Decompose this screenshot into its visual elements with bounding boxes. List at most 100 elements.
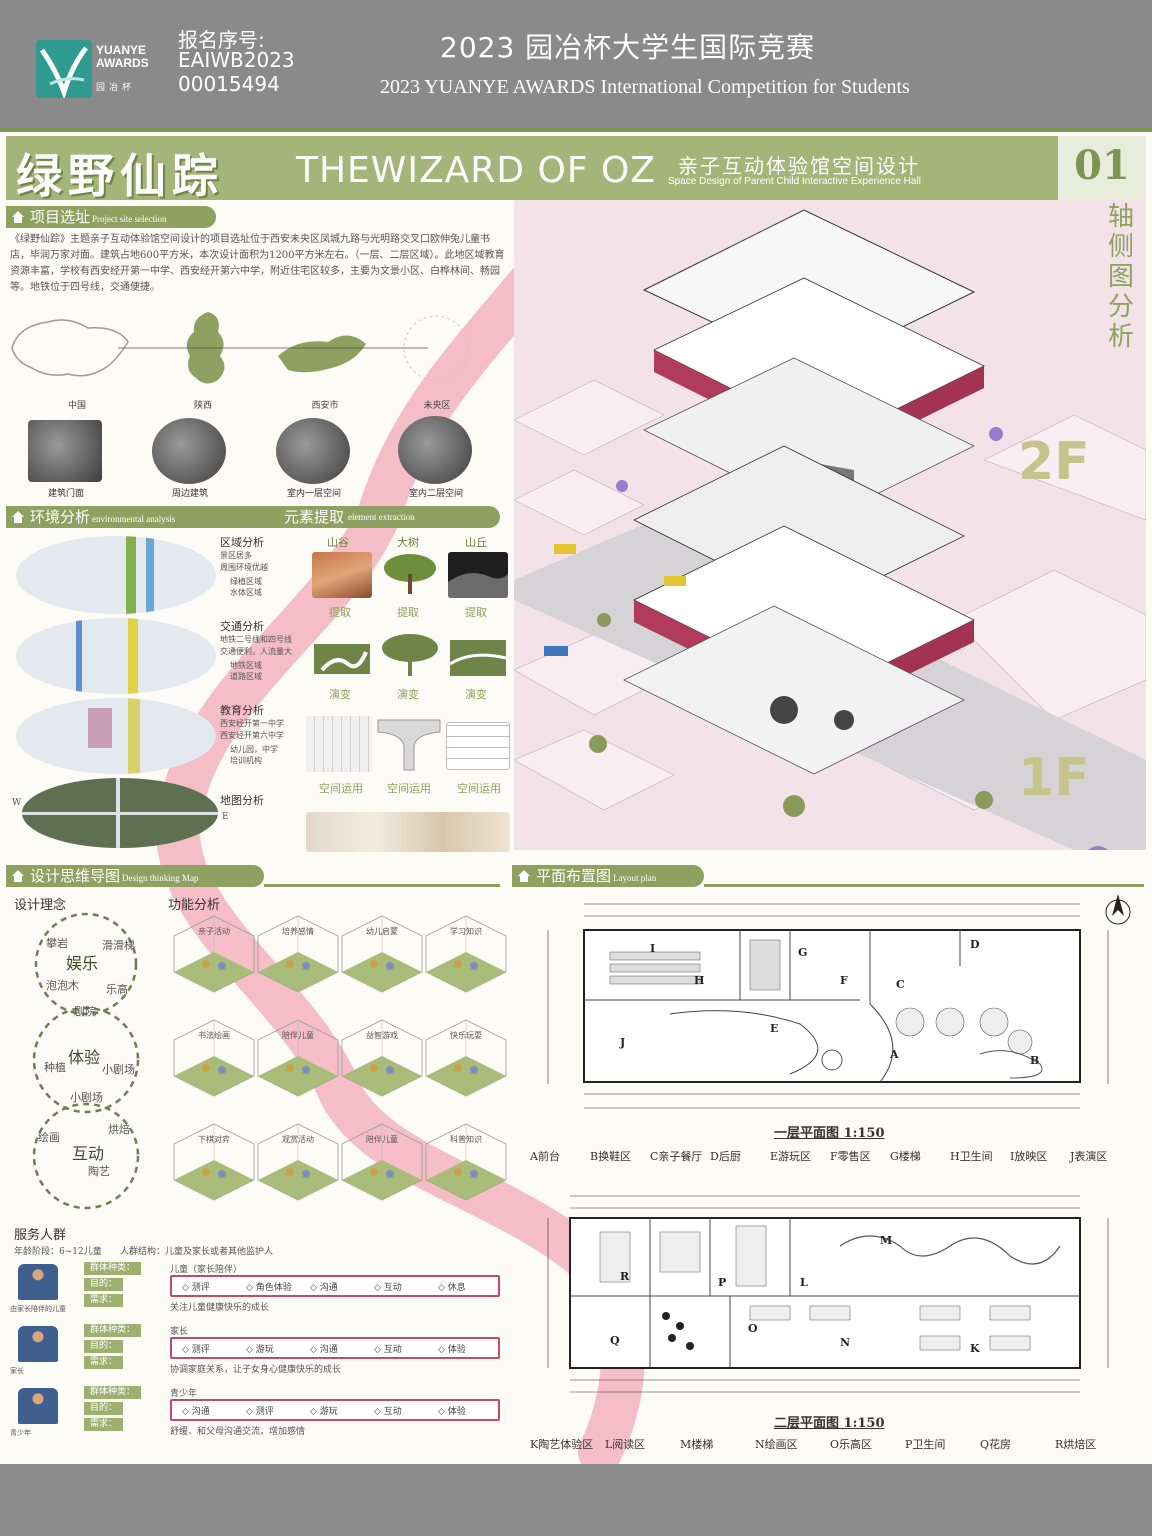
site-map-sequence (11, 312, 469, 384)
function-cube-icon (173, 1019, 255, 1097)
env-desc-traffic-4: 道路区域 (230, 672, 262, 681)
map-weiyang (403, 315, 469, 381)
elem-space-hill (446, 722, 510, 770)
env-desc-region-3: 绿植区域 (230, 577, 262, 586)
elem-evolve-1: 演变 (329, 688, 351, 701)
room-label: G (798, 946, 808, 959)
map-xian (278, 335, 366, 373)
env-desc-education-4: 培训机构 (230, 756, 262, 765)
legend-item: P卫生间 (905, 1438, 946, 1451)
compass-east: E (222, 812, 229, 822)
function-label: 学习知识 (450, 927, 482, 936)
crowd-structure: 人群结构：儿童及家长或者其他监护人 (120, 1247, 274, 1257)
poster-subtitle-cn: 亲子互动体验馆空间设计 (678, 154, 920, 178)
room-label: D (970, 938, 980, 951)
elem-extract-3: 提取 (465, 606, 487, 619)
crowd-activity: ◇ 测评 (182, 1345, 210, 1355)
legend-item: J表演区 (1070, 1150, 1108, 1163)
photo-caption-interior-2f: 室内二层空间 (408, 489, 463, 499)
function-cube-icon (257, 1123, 339, 1201)
crowd-activity-bar (170, 1275, 500, 1297)
crowd-kind: 儿童（家长陪伴） (170, 1265, 243, 1275)
legend-item: Q花房 (980, 1438, 1012, 1451)
room-label: P (718, 1276, 727, 1289)
section-mind-title: 设计思维导图 (30, 867, 121, 885)
function-label: 科普知识 (450, 1135, 482, 1144)
competition-title-en: 2023 YUANYE AWARDS International Competi… (380, 76, 910, 98)
crowd-need: 舒缓、和父母沟通交流，增加感情 (170, 1427, 306, 1437)
room-label: Q (610, 1334, 620, 1347)
photo-caption-interior-1f: 室内一层空间 (286, 489, 341, 499)
function-cell: 培养感情 (256, 912, 340, 996)
elem-extract-2: 提取 (397, 606, 419, 619)
legend-item: R烘焙区 (1055, 1438, 1097, 1451)
room-label: L (800, 1276, 808, 1289)
crowd-activity: ◇ 体验 (438, 1345, 466, 1355)
axon-2f-label: 2F (1018, 432, 1090, 492)
function-cube-icon (341, 1019, 423, 1097)
elem-head-valley: 山谷 (327, 536, 349, 549)
concept-diagram (32, 912, 140, 1210)
crowd-key-purpose: 目的： (84, 1402, 124, 1415)
elem-abstract-valley (314, 644, 370, 674)
section-plan-title: 平面布置图 (536, 867, 612, 885)
poster-subtitle-en: Space Design of Parent Child Interactive… (668, 176, 921, 187)
function-cube-icon (425, 915, 507, 993)
crowd-caption: 由家长陪伴的儿童 (10, 1305, 66, 1313)
crowd-activity: ◇ 互动 (374, 1345, 402, 1355)
legend-item: A前台 (530, 1150, 560, 1163)
photo-caption-facade: 建筑门面 (47, 489, 84, 499)
axonometric-view: 2F 1F 轴侧图分析 (514, 200, 1146, 850)
photo-caption-surroundings: 周边建筑 (171, 489, 208, 499)
function-label: 下棋对弈 (198, 1135, 230, 1144)
function-cell: 下棋对弈 (172, 1120, 256, 1204)
function-cell: 科普知识 (424, 1120, 508, 1204)
crowd-key-need: 需求： (84, 1356, 124, 1369)
concept-center-fun: 娱乐 (66, 954, 99, 973)
room-label: H (694, 974, 705, 987)
crowd-activity: ◇ 互动 (374, 1283, 402, 1293)
concept-fun-item-1: 攀岩 (46, 937, 68, 950)
concept-fun-item-4: 乐高 (106, 983, 128, 996)
registration-code-line2: 00015494 (178, 72, 280, 96)
section-plan-rule (704, 884, 1144, 887)
legend-item: C亲子餐厅 (650, 1150, 703, 1163)
concept-exp-item-1: 种植 (44, 1061, 66, 1074)
function-label: 书法绘画 (198, 1031, 230, 1040)
axonometric-drawing (514, 209, 1146, 850)
function-cell: 观赏活动 (256, 1120, 340, 1204)
room-label: F (840, 974, 848, 987)
concept-int-item-2: 烘焙 (108, 1123, 130, 1136)
poster-title-en: THEWIZARD OF OZ (296, 150, 656, 191)
legend-item: M楼梯 (680, 1438, 714, 1451)
function-cell: 亲子活动 (172, 912, 256, 996)
crowd-key-purpose: 目的： (84, 1340, 124, 1353)
room-label: N (840, 1336, 851, 1349)
concept-fun-item-2: 滑滑梯 (102, 939, 135, 952)
plan1-caption: 一层平面图 1:150 (774, 1126, 885, 1141)
elem-photo-hill (448, 552, 508, 598)
section-mind-subtitle: Design thinking Map (122, 873, 199, 883)
function-cell: 快乐玩耍 (424, 1016, 508, 1100)
function-cube-icon (173, 915, 255, 993)
crowd-key-need: 需求： (84, 1418, 124, 1431)
legend-item: N绘画区 (755, 1438, 798, 1451)
function-cell: 陪伴儿童 (256, 1016, 340, 1100)
env-desc-region-2: 周围环境优越 (220, 563, 268, 572)
env-map-education (16, 698, 216, 774)
crowd-activity: ◇ 测评 (246, 1407, 274, 1417)
function-cube-icon (173, 1123, 255, 1201)
crowd-activity: ◇ 互动 (374, 1407, 402, 1417)
section-elem-subtitle: element extraction (348, 512, 415, 522)
crowd-kind: 家长 (170, 1327, 189, 1337)
section-env-subtitle: environmental analysis (92, 514, 176, 524)
logo-text-en: YUANYE AWARDS (96, 43, 149, 70)
legend-item: I放映区 (1010, 1150, 1048, 1163)
map-label-weiyang: 未央区 (423, 401, 451, 411)
concept-link-1: 剧院 (74, 1005, 96, 1018)
legend-item: D后厨 (710, 1150, 741, 1163)
env-title-region: 区域分析 (220, 536, 264, 549)
compass-west: W (12, 798, 22, 808)
